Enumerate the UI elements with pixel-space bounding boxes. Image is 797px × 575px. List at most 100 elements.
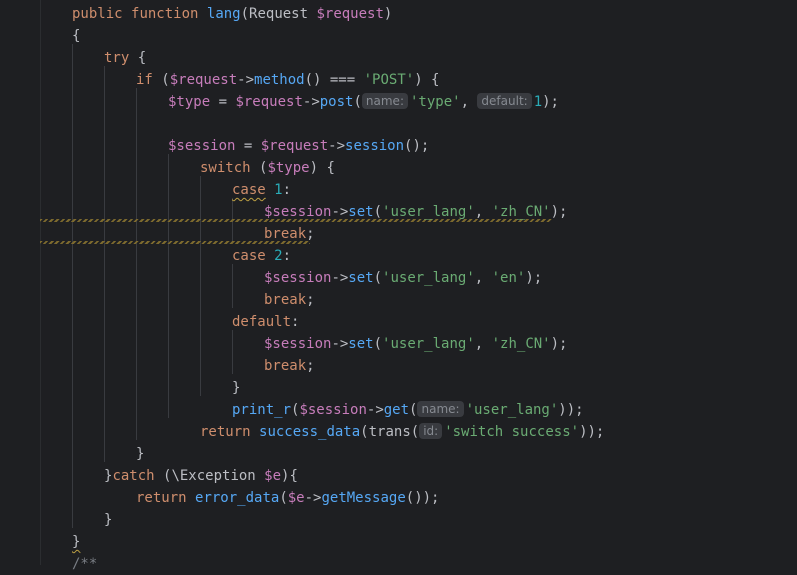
string-literal: 'zh_CN' xyxy=(491,336,551,352)
string-literal: 'type' xyxy=(409,94,461,110)
code-text: } xyxy=(72,534,81,550)
code-line: break; xyxy=(264,223,315,245)
code-text: ) { xyxy=(309,160,335,176)
code-text: ( xyxy=(291,402,300,418)
code-line: public function lang(Request $request) xyxy=(72,3,392,25)
code-text xyxy=(251,424,259,440)
code-text: ( xyxy=(373,204,383,220)
variable: $request xyxy=(316,6,384,22)
variable: $type xyxy=(267,160,310,176)
comment: /** xyxy=(72,556,98,572)
code-text: : xyxy=(291,314,300,330)
code-text: ( xyxy=(353,94,362,110)
function-name: set xyxy=(348,204,374,220)
keyword: break xyxy=(264,226,307,242)
code-text xyxy=(187,490,195,506)
code-text: (); xyxy=(404,138,430,154)
number-literal: 1 xyxy=(274,182,283,198)
code-text: () === xyxy=(304,72,364,88)
variable: $session xyxy=(264,336,332,352)
code-text: , xyxy=(474,270,492,286)
function-name: print_r xyxy=(232,402,292,418)
code-text: ; xyxy=(306,292,315,308)
code-text: ) { xyxy=(414,72,440,88)
code-text: = xyxy=(210,94,236,110)
function-name: error_data xyxy=(195,490,280,506)
code-line: { xyxy=(72,25,80,47)
editor-gutter[interactable] xyxy=(0,0,41,565)
function-name: set xyxy=(348,336,374,352)
keyword: case xyxy=(232,248,266,264)
code-text: -> xyxy=(302,94,320,110)
function-name: post xyxy=(319,94,354,110)
code-text: } xyxy=(136,446,145,462)
code-text: ( xyxy=(409,402,418,418)
code-line: $session = $request->session(); xyxy=(168,135,429,157)
function-name: session xyxy=(345,138,405,154)
function-name: trans xyxy=(368,424,411,440)
code-text: -> xyxy=(237,72,255,88)
code-text: : xyxy=(282,182,292,198)
variable: $session xyxy=(299,402,367,418)
function-name: method xyxy=(254,72,305,88)
code-line: $session->set('user_lang', 'zh_CN'); xyxy=(264,201,567,223)
function-name: success_data xyxy=(259,424,361,440)
keyword: switch xyxy=(200,160,251,176)
code-text: (\Exception xyxy=(154,468,265,484)
code-line: }catch (\Exception $e){ xyxy=(104,465,298,487)
code-text: ( xyxy=(373,336,383,352)
indent-guide xyxy=(136,88,137,440)
code-line: break; xyxy=(264,355,315,377)
code-line: default: xyxy=(232,311,299,333)
code-text: = xyxy=(235,138,261,154)
code-text: -> xyxy=(331,270,349,286)
code-text: -> xyxy=(331,204,349,220)
code-text: ; xyxy=(306,358,315,374)
parameter-hint: default: xyxy=(477,93,532,109)
keyword: return xyxy=(200,424,251,440)
code-line: return success_data(trans(id:'switch suc… xyxy=(200,421,604,443)
code-line: /** xyxy=(72,553,97,575)
code-text: -> xyxy=(304,490,322,506)
indent-guide xyxy=(200,176,201,396)
code-text: (Request xyxy=(240,6,317,22)
code-line: $session->set('user_lang', 'zh_CN'); xyxy=(264,333,567,355)
code-editor[interactable]: public function lang(Request $request) {… xyxy=(40,0,797,572)
parameter-hint: name: xyxy=(361,93,408,109)
code-text: ()); xyxy=(405,490,440,506)
code-line: break; xyxy=(264,289,315,311)
code-line: $session->set('user_lang', 'en'); xyxy=(264,267,542,289)
code-text: ( xyxy=(152,72,170,88)
code-text: ); xyxy=(542,94,559,110)
code-text: ( xyxy=(373,270,383,286)
string-literal: 'user_lang' xyxy=(382,336,475,352)
code-text: -> xyxy=(331,336,349,352)
code-line: try { xyxy=(104,47,146,69)
keyword: break xyxy=(264,292,307,308)
code-text: ); xyxy=(525,270,543,286)
code-line: } xyxy=(72,531,80,553)
code-text: ( xyxy=(279,490,288,506)
keyword: catch xyxy=(112,468,155,484)
variable: $type xyxy=(168,94,211,110)
variable: $request xyxy=(169,72,238,88)
code-text: -> xyxy=(328,138,346,154)
string-literal: 'switch success' xyxy=(444,424,580,440)
code-text: ) xyxy=(383,6,393,22)
parameter-hint: name: xyxy=(417,401,464,417)
code-text: } xyxy=(104,468,113,484)
code-text: { xyxy=(129,50,147,66)
code-text: } xyxy=(104,512,113,528)
code-line: } xyxy=(104,509,112,531)
string-literal: 'POST' xyxy=(363,72,415,88)
code-text: , xyxy=(474,204,492,220)
warning-highlight xyxy=(40,219,552,222)
keyword: case xyxy=(232,182,266,198)
variable: $session xyxy=(264,270,332,286)
keyword: default xyxy=(232,314,292,330)
indent-guide xyxy=(232,264,233,308)
number-literal: 1 xyxy=(533,94,543,110)
code-text: ){ xyxy=(281,468,298,484)
string-literal: 'user_lang' xyxy=(382,204,475,220)
variable: $request xyxy=(235,94,303,110)
